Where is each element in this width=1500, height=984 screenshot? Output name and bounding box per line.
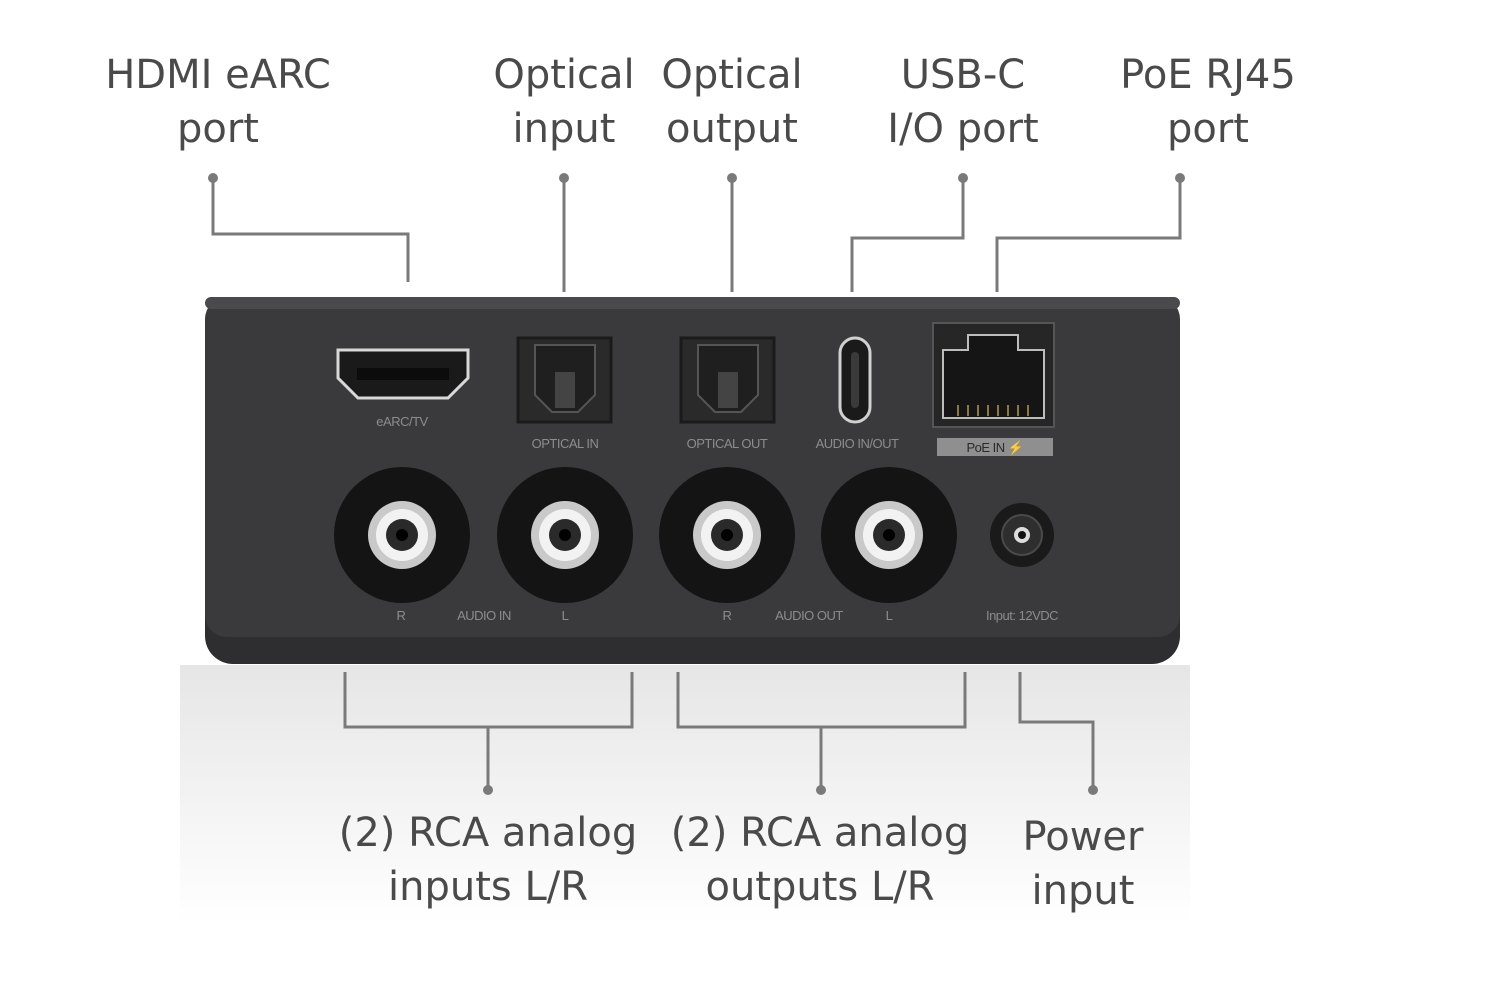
callout-usb-c-line1: USB-C bbox=[900, 52, 1026, 98]
callout-optical-out-line2: output bbox=[666, 106, 798, 152]
leader-usb-c bbox=[850, 178, 965, 292]
callout-poe-line1: PoE RJ45 bbox=[1120, 52, 1296, 98]
power-jack bbox=[990, 503, 1054, 567]
callout-hdmi-line2: port bbox=[177, 106, 259, 152]
audio-in-r-label: R bbox=[397, 608, 406, 623]
callout-rca-out-line1: (2) RCA analog bbox=[670, 810, 970, 856]
callout-power-input: Power input bbox=[1008, 810, 1158, 918]
callout-hdmi-earc: HDMI eARC port bbox=[93, 48, 343, 156]
hdmi-port bbox=[336, 348, 470, 400]
callout-rca-out-line2: outputs L/R bbox=[705, 864, 935, 910]
callout-optical-in-line2: input bbox=[512, 106, 616, 152]
audio-out-label: AUDIO OUT bbox=[775, 608, 843, 623]
optical-in-port bbox=[516, 336, 613, 424]
optical-in-device-label: OPTICAL IN bbox=[532, 436, 599, 451]
callout-rca-in-line2: inputs L/R bbox=[388, 864, 588, 910]
rj45-port bbox=[932, 322, 1055, 456]
callout-rca-in-line1: (2) RCA analog bbox=[338, 810, 638, 856]
hdmi-device-label: eARC/TV bbox=[376, 414, 428, 429]
callout-optical-output: Optical output bbox=[652, 48, 812, 156]
leader-dots-bottom bbox=[483, 785, 1098, 795]
leader-lines-bottom bbox=[343, 672, 1095, 790]
callout-optical-input: Optical input bbox=[482, 48, 646, 156]
leader-power bbox=[1018, 672, 1095, 790]
rca-jack-out-r bbox=[659, 467, 795, 603]
callout-power-line1: Power bbox=[1022, 814, 1144, 860]
leader-poe bbox=[995, 178, 1182, 292]
callout-usb-c-line2: I/O port bbox=[887, 106, 1039, 152]
optical-out-device-label: OPTICAL OUT bbox=[687, 436, 768, 451]
leader-hdmi bbox=[211, 178, 410, 282]
rca-jack-in-r bbox=[334, 467, 470, 603]
callout-usb-c: USB-C I/O port bbox=[873, 48, 1053, 156]
callout-rca-outputs: (2) RCA analog outputs L/R bbox=[662, 806, 978, 914]
callout-poe-line2: port bbox=[1167, 106, 1249, 152]
audio-out-l-label: L bbox=[886, 608, 893, 623]
callout-optical-out-line1: Optical bbox=[661, 52, 803, 98]
floor-reflection bbox=[180, 665, 1190, 925]
rca-jack-in-l bbox=[497, 467, 633, 603]
audio-out-r-label: R bbox=[723, 608, 732, 623]
rca-jack-out-l bbox=[821, 467, 957, 603]
power-device-label: Input: 12VDC bbox=[986, 608, 1058, 623]
leader-lines-top bbox=[211, 178, 1182, 292]
callout-poe-rj45: PoE RJ45 port bbox=[1103, 48, 1313, 156]
audio-in-l-label: L bbox=[562, 608, 569, 623]
callout-hdmi-line1: HDMI eARC bbox=[105, 52, 331, 98]
leader-dots-top bbox=[208, 173, 1185, 183]
usb-c-port bbox=[838, 336, 872, 424]
optical-out-port bbox=[679, 336, 776, 424]
callout-rca-inputs: (2) RCA analog inputs L/R bbox=[330, 806, 646, 914]
callout-power-line2: input bbox=[1031, 868, 1135, 914]
usb-device-label: AUDIO IN/OUT bbox=[816, 436, 899, 451]
audio-in-label: AUDIO IN bbox=[457, 608, 511, 623]
callout-optical-in-line1: Optical bbox=[493, 52, 635, 98]
poe-device-label: PoE IN ⚡ bbox=[967, 440, 1024, 456]
